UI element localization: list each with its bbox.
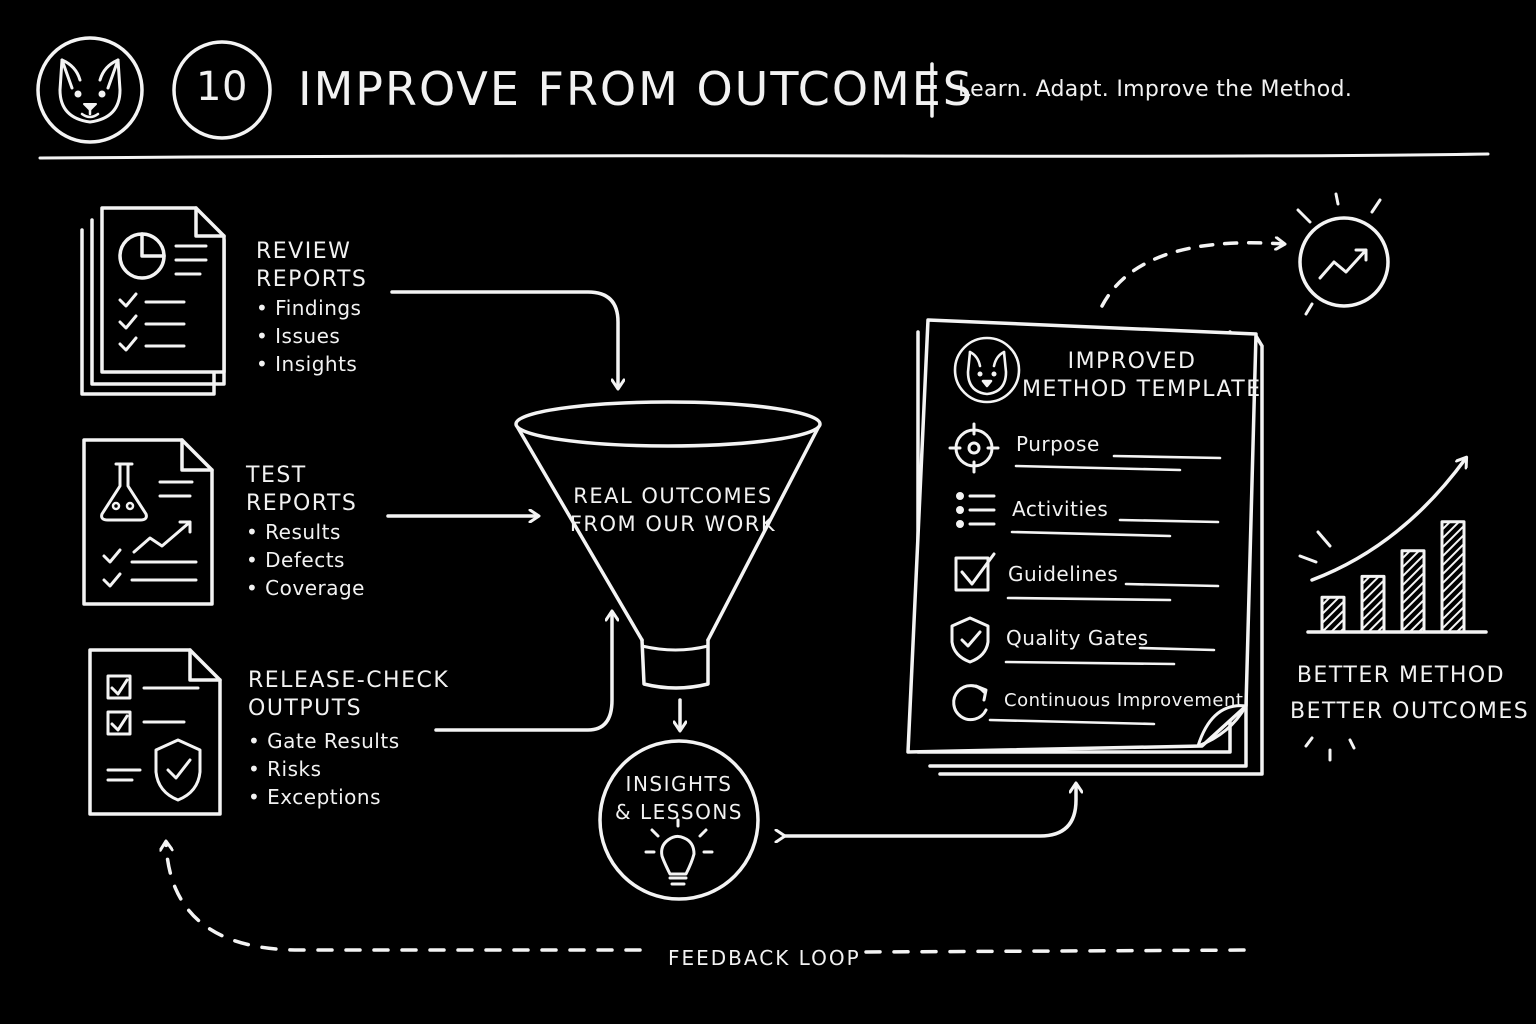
bulldog-logo-icon (36, 36, 144, 144)
header-underline (38, 152, 1490, 160)
result-label-line1: BETTER METHOD (1296, 663, 1506, 688)
template-document (906, 318, 1264, 776)
feedback-loop-dashed-line (864, 948, 1258, 954)
review-to-funnel-arrow (390, 290, 618, 388)
template-item-guidelines: Guidelines (1008, 562, 1119, 586)
growth-trend-arrow (1310, 458, 1466, 582)
template-item-purpose: Purpose (1016, 432, 1100, 456)
growth-bar-chart (1306, 520, 1488, 634)
review-bullet-findings: • Findings (256, 296, 362, 320)
insights-template-arrow (784, 784, 1076, 836)
release-check-block: RELEASE-CHECK OUTPUTS • Gate Results • R… (248, 667, 449, 811)
insights-circle (598, 739, 760, 901)
review-reports-block: REVIEW REPORTS • Findings • Issues • Ins… (256, 238, 367, 378)
test-reports-block: TEST REPORTS • Results • Defects • Cover… (246, 462, 365, 602)
test-bullet-coverage: • Coverage (246, 576, 365, 600)
insights-label: INSIGHTS & LESSONS (609, 770, 749, 826)
growth-bar (1320, 595, 1346, 634)
template-title-line1: IMPROVED (1067, 349, 1197, 374)
template-title: IMPROVED METHOD TEMPLATE (1022, 348, 1262, 404)
shield-check-icon (950, 616, 990, 664)
template-to-trend-dashed-arrow (1100, 243, 1284, 308)
target-icon (948, 422, 1000, 474)
funnel-shape (514, 400, 822, 690)
result-label-line2: BETTER OUTCOMES (1290, 699, 1530, 724)
review-reports-title-line2: REPORTS (256, 267, 368, 292)
page-tagline: Learn. Adapt. Improve the Method. (958, 77, 1353, 102)
template-item-activities: Activities (1012, 497, 1109, 521)
funnel-label: REAL OUTCOMES FROM OUR WORK (568, 482, 778, 538)
feedback-loop-dashed-arrow (166, 842, 642, 952)
review-bullet-insights: • Insights (256, 352, 358, 376)
template-item-continuous-improvement: Continuous Improvement (1004, 690, 1244, 711)
list-icon (956, 492, 996, 528)
funnel-label-line1: REAL OUTCOMES (573, 484, 773, 508)
release-check-title-line1: RELEASE-CHECK (248, 668, 450, 693)
release-to-funnel-arrow (434, 612, 612, 732)
template-fill-lines (988, 454, 1222, 726)
test-bullet-results: • Results (246, 520, 341, 544)
insights-label-line2: & LESSONS (614, 800, 744, 824)
test-bullet-defects: • Defects (246, 548, 345, 572)
shield-checklist-document-icon (88, 648, 222, 816)
test-reports-title-line1: TEST (246, 463, 307, 488)
refresh-icon (952, 684, 988, 722)
result-label: BETTER METHOD BETTER OUTCOMES (1290, 658, 1530, 730)
review-bullet-issues: • Issues (256, 324, 341, 348)
release-bullet-risks: • Risks (248, 757, 322, 781)
growth-bar (1360, 574, 1386, 634)
review-reports-title-line1: REVIEW (256, 239, 352, 264)
feedback-loop-label: FEEDBACK LOOP (668, 946, 861, 970)
funnel-label-line2: FROM OUR WORK (569, 512, 777, 536)
insights-label-line1: INSIGHTS (625, 772, 733, 796)
step-number: 10 (196, 64, 248, 110)
growth-bar (1440, 520, 1466, 634)
release-check-title-line2: OUTPUTS (248, 696, 363, 721)
pie-chart-document-icon (80, 206, 226, 396)
lightbulb-icon (644, 818, 714, 886)
template-title-line2: METHOD TEMPLATE (1022, 377, 1262, 402)
growth-sparkle (1298, 530, 1356, 762)
growth-bar (1400, 549, 1426, 634)
page-title: IMPROVE FROM OUTCOMES (298, 62, 975, 116)
template-bulldog-icon (953, 336, 1021, 404)
test-reports-title-line2: REPORTS (246, 491, 358, 516)
template-item-quality-gates: Quality Gates (1006, 626, 1149, 650)
step-number-circle (172, 40, 272, 140)
release-bullet-exceptions: • Exceptions (248, 785, 382, 809)
trending-up-icon (1296, 192, 1390, 316)
release-bullet-gate-results: • Gate Results (248, 729, 400, 753)
flask-chart-document-icon (82, 438, 214, 606)
checkbox-icon (954, 552, 996, 592)
